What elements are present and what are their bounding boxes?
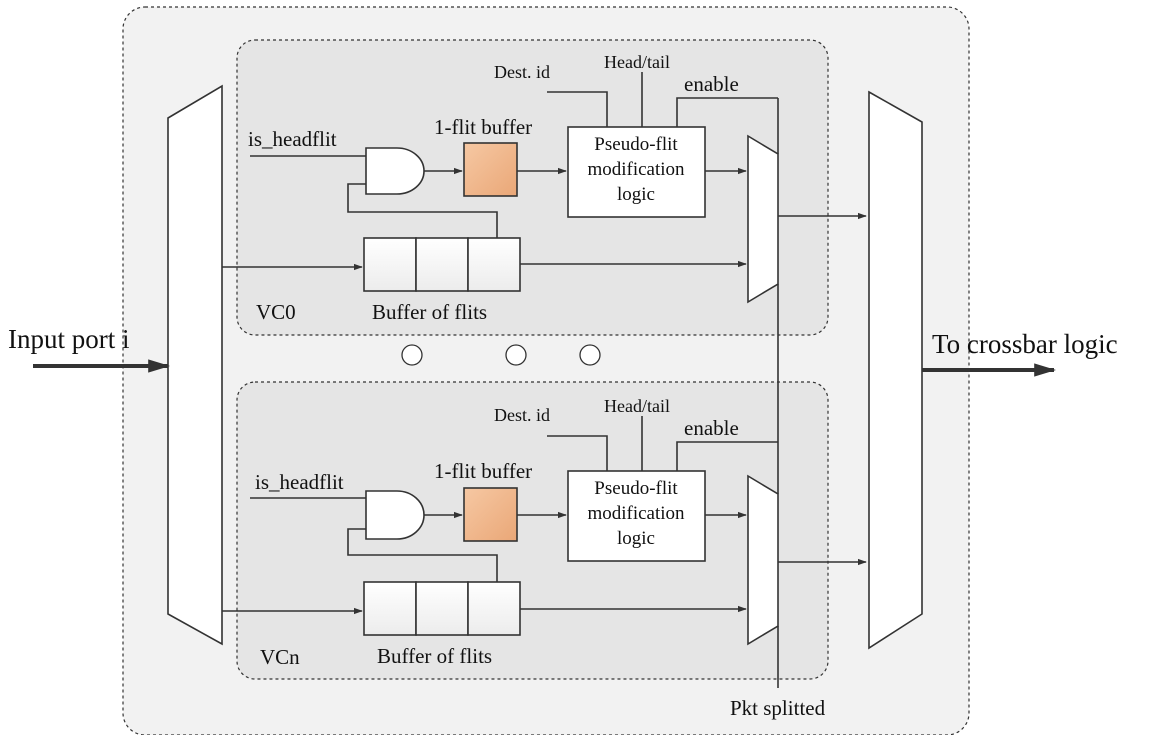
vcn-one-flit-buffer-label: 1-flit buffer <box>434 459 532 483</box>
and-gate-icon <box>365 490 425 540</box>
vc0-block: is_headflit 1-flit buffer Pseudo-flit mo… <box>222 52 867 324</box>
vcn-head-tail-label: Head/tail <box>604 396 670 416</box>
vcn-pseudo-flit-line-1: Pseudo-flit <box>594 478 678 499</box>
vcn-buffer-of-flits-label: Buffer of flits <box>377 644 492 668</box>
vc0-pseudo-flit-line-3: logic <box>617 184 655 205</box>
vcn-mux-icon <box>747 474 779 646</box>
vcn-flit-cell-2 <box>415 581 469 636</box>
vcn-flit-cell-3 <box>467 581 521 636</box>
input-demux <box>167 84 223 646</box>
vc0-is-headflit-label: is_headflit <box>248 127 337 151</box>
vcn-name-label: VCn <box>260 645 300 669</box>
vcn-is-headflit-label: is_headflit <box>255 470 344 494</box>
vcn-panel <box>236 381 829 680</box>
vcn-one-flit-buffer <box>463 487 518 542</box>
vc0-dest-id-label: Dest. id <box>494 62 550 82</box>
vc0-one-flit-buffer-label: 1-flit buffer <box>434 115 532 139</box>
vc0-pseudo-flit-line-2: modification <box>587 159 685 180</box>
vcn-flit-cell-1 <box>363 581 417 636</box>
vcn-block: is_headflit 1-flit buffer Pseudo-flit mo… <box>222 396 867 669</box>
vc0-buffer-of-flits-label: Buffer of flits <box>372 300 487 324</box>
to-crossbar-label: To crossbar logic <box>932 329 1118 359</box>
crossbar-mux <box>868 90 923 650</box>
vc0-name-label: VC0 <box>256 300 296 324</box>
vcn-pseudo-flit-logic <box>567 470 706 562</box>
vc0-one-flit-buffer <box>463 142 518 197</box>
vc0-pseudo-flit-line-1: Pseudo-flit <box>594 134 678 155</box>
vc0-mux-icon <box>747 134 779 304</box>
vc0-pseudo-flit-logic <box>567 126 706 218</box>
vcn-enable-label: enable <box>684 416 739 440</box>
vc0-flit-cell-3 <box>467 237 521 292</box>
input-port-label: Input port i <box>8 324 130 354</box>
vc0-panel <box>236 39 829 336</box>
vcn-dest-id-label: Dest. id <box>494 405 550 425</box>
vc0-enable-label: enable <box>684 72 739 96</box>
vcn-pseudo-flit-line-3: logic <box>617 528 655 549</box>
vcn-pseudo-flit-line-2: modification <box>587 503 685 524</box>
vc0-flit-cell-1 <box>363 237 417 292</box>
vc0-head-tail-label: Head/tail <box>604 52 670 72</box>
pkt-splitted-label: Pkt splitted <box>730 696 826 720</box>
vc0-flit-cell-2 <box>415 237 469 292</box>
and-gate-icon <box>365 147 425 195</box>
ellipsis-dots-icon <box>401 344 601 366</box>
